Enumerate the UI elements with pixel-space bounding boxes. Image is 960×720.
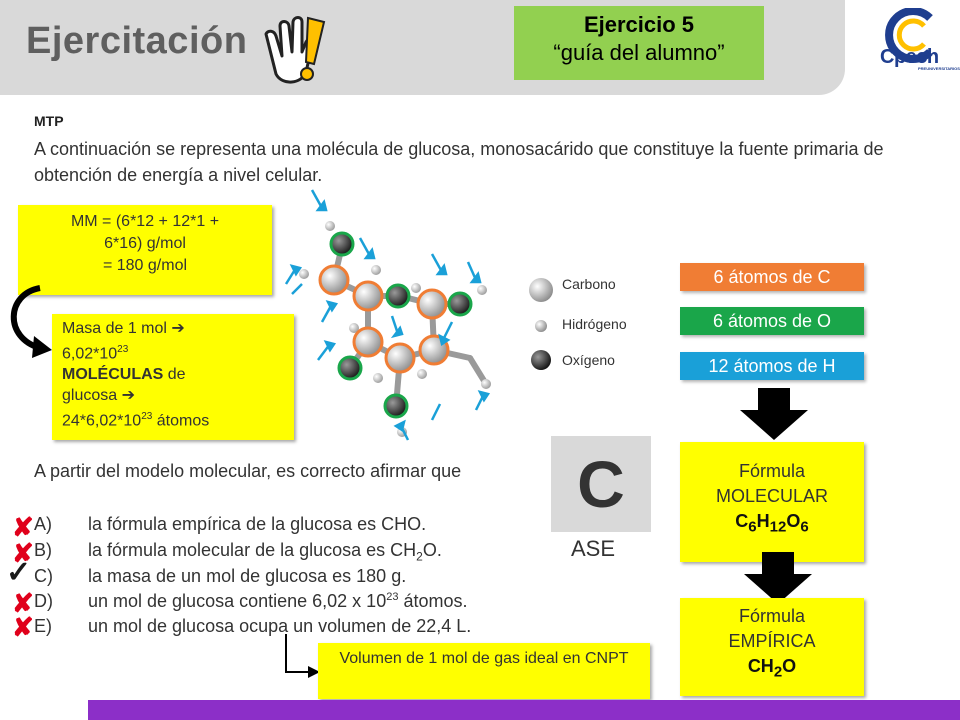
option-d-text: un mol de glucosa contiene 6,02 x 1023 á…: [88, 591, 468, 612]
masa-line-4: glucosa: [62, 387, 118, 405]
cpech-logo-icon: [885, 8, 933, 63]
glucose-molecule-illustration: [284, 189, 491, 441]
option-b-text-pre: la fórmula molecular de la glucosa es CH: [88, 540, 417, 560]
masa-line-1: Masa de 1 mol: [62, 320, 167, 337]
option-b-sub: 2: [416, 549, 423, 564]
masa-line-5: 24*6,02*10: [62, 412, 142, 430]
logo-text: Cpech: [880, 46, 939, 68]
option-d-letter: D): [34, 591, 53, 611]
empirical-formula: CH2O: [680, 654, 864, 685]
empirical-formula-line-1: Fórmula: [738, 606, 805, 626]
option-d-sup: 23: [386, 591, 399, 603]
elbow-arrow-icon: [285, 634, 320, 678]
logo-subtext: PREUNIVERSITARIOS: [918, 66, 960, 71]
option-e-text: un mol de glucosa ocupa un volumen de 22…: [88, 616, 472, 636]
exercise-subtitle: “guía del alumno”: [553, 40, 725, 65]
exercise-number: Ejercicio 5: [583, 12, 695, 37]
option-c-letter: C): [34, 566, 53, 586]
mole-mass-note: Masa de 1 mol ➔ 6,02*1023 MOLÉCULAS de g…: [52, 314, 294, 440]
mm-line-3: = 180 g/mol: [102, 257, 188, 274]
pointing-hand-warning-icon: [264, 16, 326, 84]
f-c-sub: 6: [748, 518, 757, 536]
empirical-formula-box: Fórmula EMPÍRICA CH2O: [680, 598, 864, 696]
masa-line-2-exp: 23: [117, 344, 129, 355]
section-label: MTP: [34, 113, 64, 129]
footer-bar: [88, 700, 960, 720]
atom-legend: Carbono Hidrógeno Oxígeno: [524, 272, 674, 382]
f-ch-sub: 2: [773, 663, 783, 681]
answer-tag: ASE: [571, 536, 616, 561]
molecular-formula-box: Fórmula MOLECULAR C6H12O6: [680, 442, 864, 562]
masa-line-2: 6,02*10: [62, 345, 118, 363]
legend-hydrogen: Hidrógeno: [562, 316, 627, 332]
intro-text: A continuación se representa una molécul…: [34, 139, 884, 185]
masa-line-3-bold: MOLÉCULAS: [62, 366, 164, 384]
option-b-text-post: O.: [422, 540, 442, 560]
f-o: O: [786, 511, 801, 531]
option-b-letter: B): [34, 540, 52, 560]
f-h: H: [756, 511, 770, 531]
right-arrow-icon: ➔: [171, 320, 185, 337]
option-b-text: la fórmula molecular de la glucosa es CH…: [88, 540, 442, 564]
molecular-formula-line-2: MOLECULAR: [715, 486, 829, 506]
exercise-badge: Ejercicio 5 “guía del alumno”: [514, 6, 764, 80]
mm-line-2: 6*16) g/mol: [104, 235, 186, 252]
f-o-emp: O: [782, 656, 797, 676]
empirical-formula-line-2: EMPÍRICA: [728, 631, 816, 651]
option-a-letter: A): [34, 514, 52, 534]
option-d-text-post: átomos.: [398, 591, 468, 611]
check-mark-icon: ✓: [6, 556, 32, 589]
option-a-text: la fórmula empírica de la glucosa es CHO…: [88, 514, 427, 534]
f-o-sub: 6: [800, 518, 809, 536]
hydrogen-count-badge: 12 átomos de H: [680, 352, 864, 380]
masa-line-3-rest: de: [163, 366, 186, 384]
f-c: C: [735, 511, 749, 531]
option-c-text: la masa de un mol de glucosa es 180 g.: [88, 566, 407, 586]
carbon-count-badge: 6 átomos de C: [680, 263, 864, 291]
page-title: Ejercitación: [26, 20, 248, 62]
f-ch: CH: [747, 656, 774, 676]
wrong-mark-icon: ✘: [12, 512, 34, 542]
mm-line-1: MM = (6*12 + 12*1 +: [70, 213, 220, 230]
down-arrow-icon: [744, 552, 812, 604]
oxygen-count-badge: 6 átomos de O: [680, 307, 864, 335]
volume-note: Volumen de 1 mol de gas ideal en CNPT: [318, 643, 650, 699]
molecular-formula-line-1: Fórmula: [738, 461, 805, 481]
curved-arrow-icon: [10, 285, 52, 358]
masa-line-5-rest: átomos: [152, 412, 210, 430]
option-d-text-pre: un mol de glucosa contiene 6,02 x 10: [88, 591, 387, 611]
molecular-formula: C6H12O6: [680, 509, 864, 540]
f-h-sub: 12: [769, 518, 787, 536]
right-arrow-icon: ➔: [121, 387, 136, 405]
masa-line-5-exp: 23: [141, 411, 153, 423]
legend-atoms-icon: [529, 278, 553, 370]
legend-oxygen: Oxígeno: [562, 352, 615, 368]
legend-carbon: Carbono: [562, 276, 616, 292]
question-text: A partir del modelo molecular, es correc…: [34, 461, 462, 481]
wrong-mark-icon: ✘: [12, 612, 34, 642]
down-arrow-icon: [740, 388, 808, 440]
wrong-mark-icon: ✘: [12, 588, 34, 618]
answer-letter: C: [551, 436, 651, 532]
molar-mass-note: MM = (6*12 + 12*1 + 6*16) g/mol = 180 g/…: [18, 205, 272, 295]
option-e-letter: E): [34, 616, 52, 636]
wrong-mark-icon: ✘: [12, 538, 34, 568]
